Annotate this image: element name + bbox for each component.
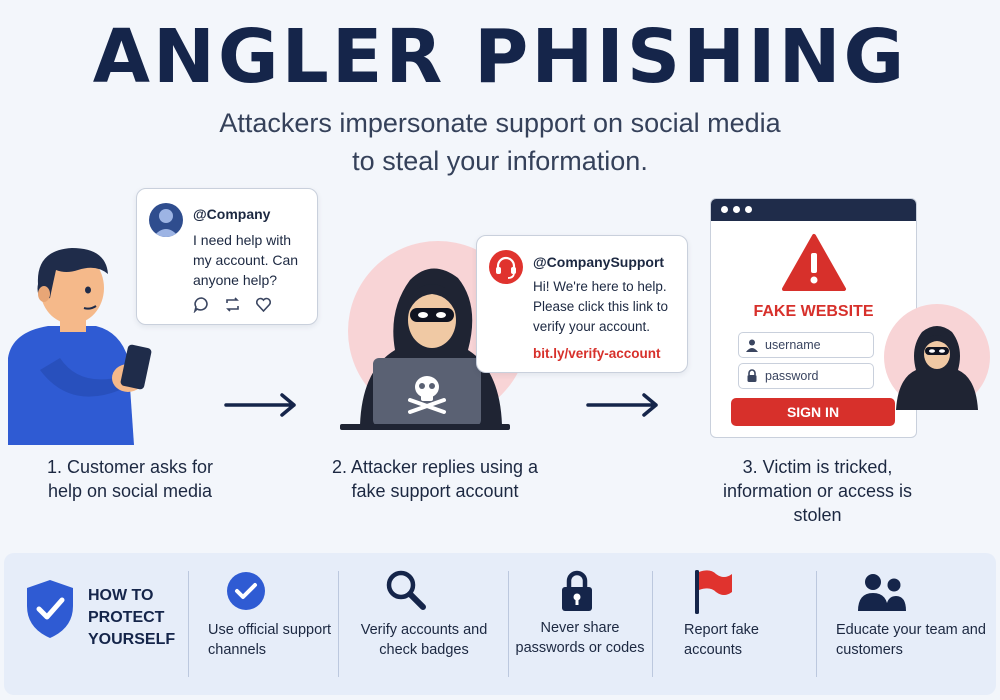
subtitle-line-1: Attackers impersonate support on social … xyxy=(219,108,781,138)
window-dot xyxy=(721,206,728,213)
fake-website-window: FAKE WEBSITE username password SIGN IN xyxy=(710,198,917,438)
malicious-link[interactable]: bit.ly/verify-account xyxy=(533,346,661,361)
protect-heading-line-1: HOW TO xyxy=(88,587,154,604)
hooded-attacker-small-illustration xyxy=(896,326,978,410)
tip-label: Educate your team and customers xyxy=(836,622,986,658)
window-dot xyxy=(745,206,752,213)
panel-divider xyxy=(338,571,339,677)
password-placeholder: password xyxy=(765,369,819,383)
support-avatar xyxy=(489,250,523,284)
page-subtitle: Attackers impersonate support on social … xyxy=(0,104,1000,180)
user-icon xyxy=(746,339,758,352)
tip-educate: Educate your team and customers xyxy=(818,553,994,695)
support-message: Hi! We're here to help. Please click thi… xyxy=(533,279,669,334)
red-flag-icon xyxy=(695,570,732,614)
protect-yourself-panel: HOW TO PROTECT YOURSELF Use official sup… xyxy=(4,553,996,695)
step-2-caption: 2. Attacker replies using a fake support… xyxy=(331,457,539,501)
tip-report-fake: Report fake accounts xyxy=(654,553,814,695)
customer-with-phone-illustration xyxy=(8,248,152,445)
retweet-icon[interactable] xyxy=(224,296,241,313)
tip-never-share: Never share passwords or codes xyxy=(510,553,650,695)
customer-post-bubble: @Company I need help with my account. Ca… xyxy=(136,188,318,325)
customer-handle: @Company xyxy=(193,206,271,222)
step-1-caption: 1. Customer asks for help on social medi… xyxy=(46,457,214,501)
arrow-right-icon xyxy=(224,393,296,417)
heart-icon[interactable] xyxy=(255,296,272,313)
panel-divider xyxy=(816,571,817,677)
panel-divider xyxy=(188,571,189,677)
sign-in-button[interactable]: SIGN IN xyxy=(731,398,895,426)
customer-message: I need help with my account. Can anyone … xyxy=(193,232,299,288)
people-icon xyxy=(858,574,906,611)
tip-label: Report fake accounts xyxy=(684,622,759,658)
support-handle: @CompanySupport xyxy=(533,254,665,270)
tip-label: Use official support channels xyxy=(208,622,332,658)
warning-triangle-icon xyxy=(782,234,846,291)
customer-avatar xyxy=(149,203,183,237)
password-field[interactable]: password xyxy=(738,363,874,389)
username-field[interactable]: username xyxy=(738,332,874,358)
window-dot xyxy=(733,206,740,213)
user-avatar-icon xyxy=(153,209,179,237)
comment-icon[interactable] xyxy=(193,296,210,314)
padlock-icon xyxy=(562,570,592,611)
arrow-right-icon xyxy=(586,393,658,417)
shield-check-icon xyxy=(27,580,73,638)
browser-title-bar xyxy=(711,199,916,221)
username-placeholder: username xyxy=(765,338,821,352)
lock-icon xyxy=(747,369,757,382)
subtitle-line-2: to steal your information. xyxy=(352,146,648,176)
tip-label: Never share passwords or codes xyxy=(515,620,645,656)
panel-divider xyxy=(508,571,509,677)
protect-heading-line-2: PROTECT xyxy=(88,609,165,626)
panel-divider xyxy=(652,571,653,677)
tip-label: Verify accounts and check badges xyxy=(360,622,488,658)
fake-support-reply-bubble: @CompanySupport Hi! We're here to help. … xyxy=(476,235,688,373)
tip-official-channels: Use official support channels xyxy=(190,553,336,695)
protect-heading: HOW TO PROTECT YOURSELF xyxy=(88,585,175,651)
headset-icon xyxy=(496,256,516,279)
tip-verify-accounts: Verify accounts and check badges xyxy=(340,553,508,695)
protect-heading-line-3: YOURSELF xyxy=(88,631,176,648)
fake-website-title: FAKE WEBSITE xyxy=(753,303,874,320)
hooded-attacker-illustration xyxy=(340,268,510,430)
check-circle-icon xyxy=(227,572,265,610)
magnifier-icon xyxy=(386,570,426,610)
step-3-caption: 3. Victim is tricked, information or acc… xyxy=(722,457,913,525)
page-title: ANGLER PHISHING xyxy=(92,14,908,100)
post-actions xyxy=(193,296,272,314)
